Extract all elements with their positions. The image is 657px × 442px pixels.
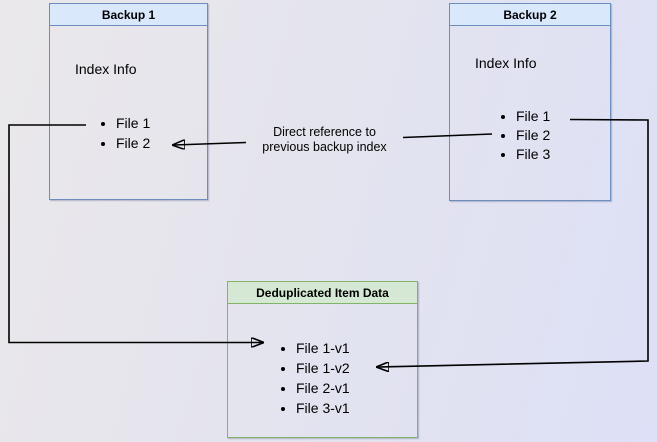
dedup-file-list: File 1-v1File 1-v2File 2-v1File 3-v1 — [230, 338, 350, 418]
backup2-file-list: File 1File 2File 3 — [450, 107, 550, 164]
list-item: File 2 — [516, 126, 550, 145]
list-item: File 1 — [516, 107, 550, 126]
backup1-node: Backup 1 Index Info File 1File 2 — [49, 3, 208, 200]
list-item: File 1-v1 — [296, 338, 350, 358]
backup2-node: Backup 2 Index Info File 1File 2File 3 — [449, 3, 611, 201]
dedup-title: Deduplicated Item Data — [228, 282, 417, 304]
backup1-title: Backup 1 — [50, 4, 207, 26]
backup2-index-info-label: Index Info — [475, 55, 537, 71]
list-item: File 3 — [516, 145, 550, 164]
backup1-file-list: File 1File 2 — [50, 113, 150, 153]
dedup-node: Deduplicated Item Data File 1-v1File 1-v… — [227, 281, 418, 438]
list-item: File 1 — [116, 113, 150, 133]
backup2-title: Backup 2 — [450, 4, 610, 26]
list-item: File 3-v1 — [296, 398, 350, 418]
backup1-index-info-label: Index Info — [75, 61, 137, 77]
list-item: File 2-v1 — [296, 378, 350, 398]
direct-reference-label: Direct reference to previous backup inde… — [237, 125, 412, 155]
list-item: File 2 — [116, 133, 150, 153]
list-item: File 1-v2 — [296, 358, 350, 378]
direct-reference-label-line2: previous backup index — [262, 140, 387, 154]
direct-reference-label-line1: Direct reference to — [273, 125, 376, 139]
